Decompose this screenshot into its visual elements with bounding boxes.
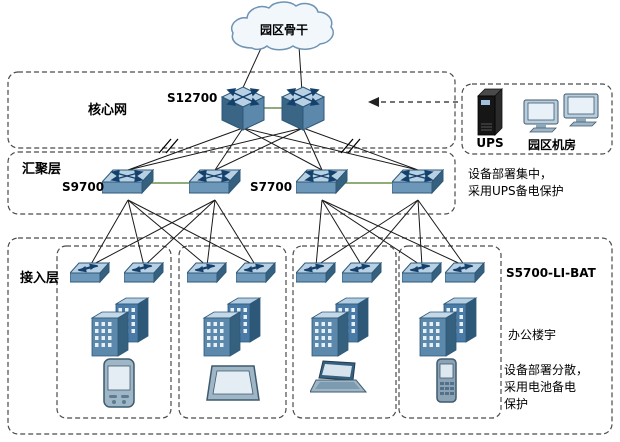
- equipment-room-box: [461, 83, 613, 155]
- office-building-icon: [419, 297, 477, 357]
- trunk-links: [150, 107, 395, 184]
- access-deployment-note: 设备部署分散， 采用电池备电 保护: [504, 363, 589, 411]
- aggregation-layer-label: 汇聚层: [22, 162, 62, 177]
- ups-label: UPS: [476, 136, 504, 150]
- ups-icon: [477, 88, 503, 136]
- access-switch-icon: [124, 262, 164, 283]
- core-layer-label: 核心网: [88, 103, 128, 118]
- access-model-label: S5700-LI-BAT: [506, 266, 596, 280]
- tablet-icon: [206, 365, 260, 401]
- aggregation-model-left-label: S9700: [62, 180, 105, 194]
- core-switch-icon: [221, 86, 265, 131]
- access-group-box-1: [56, 245, 172, 419]
- aggregation-switch-icon: [296, 169, 348, 194]
- access-group-box-4: [398, 245, 502, 419]
- ups-arrow: [368, 97, 458, 107]
- core-switch-icon: [281, 86, 325, 131]
- core-model-label: S12700: [167, 91, 218, 105]
- aggregation-switch-icon: [189, 169, 241, 194]
- core-to-aggregation-links: [127, 127, 419, 171]
- mobile-phone-icon: [436, 358, 457, 403]
- link-aggregation-marks: [158, 138, 361, 154]
- equipment-room-label: 园区机房: [528, 138, 577, 152]
- aggregation-switch-icon: [102, 169, 154, 194]
- campus-equipment-room-icon: [523, 93, 599, 133]
- access-switch-icon: [187, 262, 227, 283]
- access-switch-icon: [342, 262, 382, 283]
- access-switch-icon: [402, 262, 442, 283]
- access-switch-icon: [445, 262, 485, 283]
- aggregation-model-right-label: S7700: [250, 180, 293, 194]
- pda-icon: [103, 358, 135, 408]
- access-switch-icon: [236, 262, 276, 283]
- office-building-label: 办公楼宇: [508, 328, 557, 342]
- aggregation-layer-box: [7, 151, 456, 215]
- access-switch-icon: [70, 262, 110, 283]
- access-layer-box: [7, 237, 613, 435]
- cloud-links: [240, 45, 303, 93]
- access-layer-label: 接入层: [20, 271, 60, 286]
- cloud-label: 园区骨干: [259, 23, 308, 37]
- access-switch-icon: [296, 262, 336, 283]
- aggregation-to-access-links: [89, 199, 466, 267]
- access-group-box-2: [178, 245, 287, 419]
- cloud-shape: [231, 1, 334, 51]
- laptop-icon: [310, 360, 367, 393]
- core-layer-box: [7, 71, 456, 149]
- office-building-icon: [203, 297, 261, 357]
- aggregation-switch-icon: [392, 169, 444, 194]
- access-group-box-3: [292, 245, 397, 419]
- office-building-icon: [311, 297, 369, 357]
- core-deployment-note: 设备部署集中， 采用UPS备电保护: [468, 167, 564, 198]
- office-building-icon: [91, 297, 149, 357]
